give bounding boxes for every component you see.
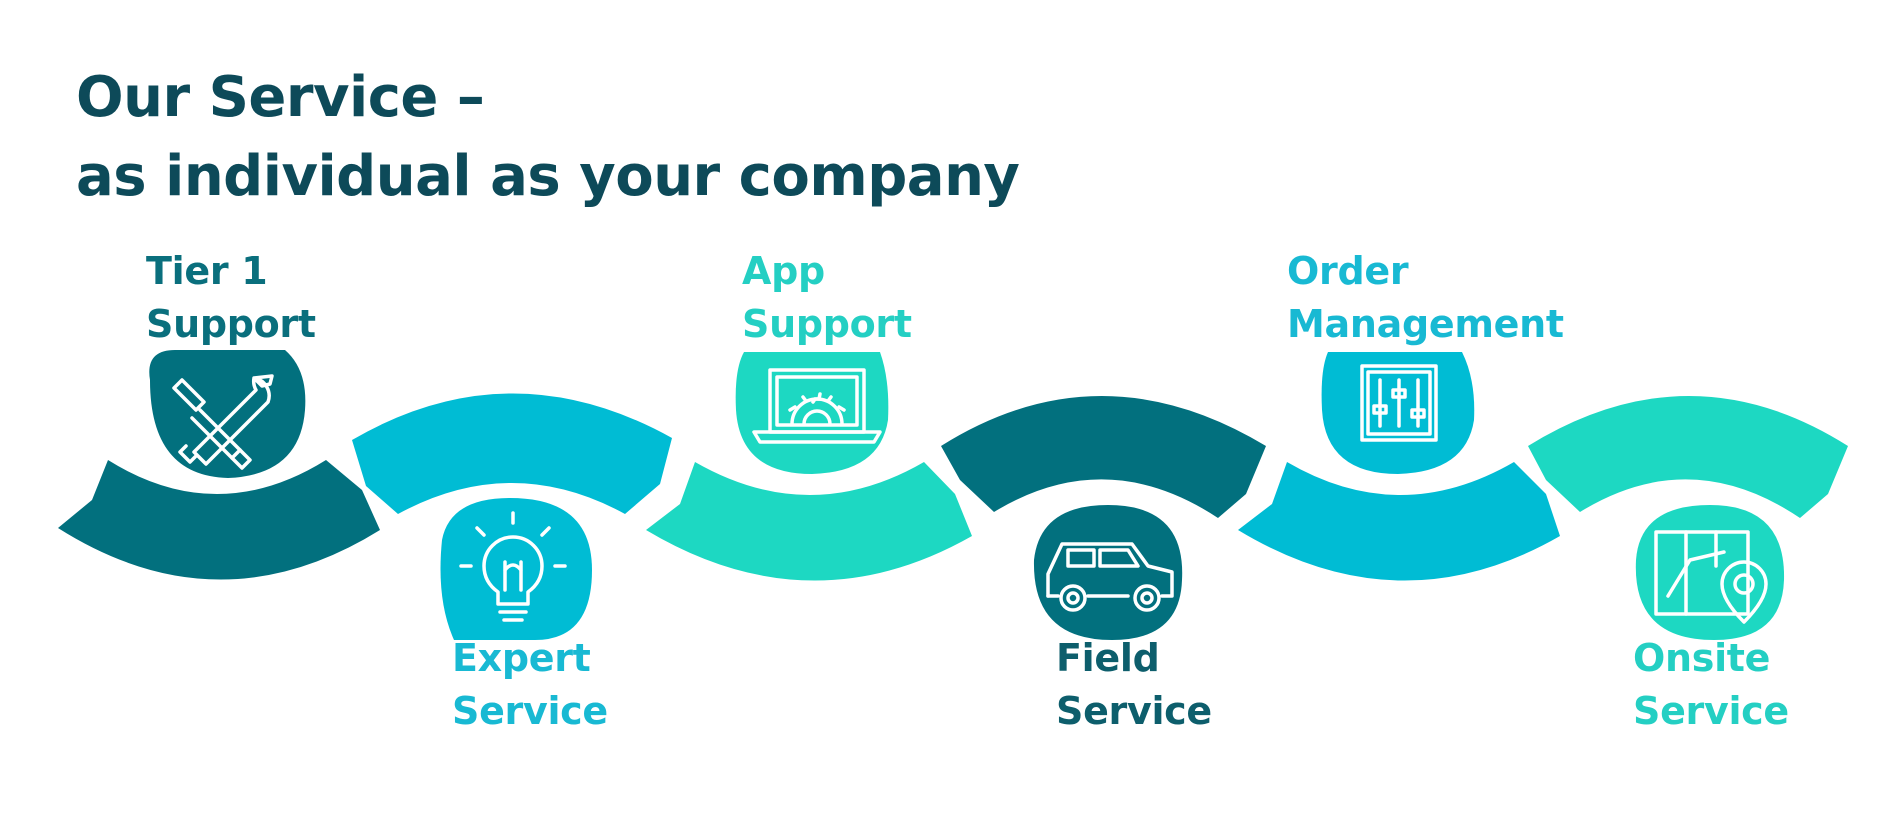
label-line-1: Expert (452, 636, 591, 680)
label-onsite-service: Onsite Service (1633, 632, 1789, 738)
step-tier1-support (58, 350, 380, 580)
sliders-icon (1360, 364, 1438, 442)
icon-blob-field (1033, 505, 1183, 640)
label-tier1-support: Tier 1 Support (146, 245, 316, 351)
lightbulb-icon (459, 511, 567, 622)
label-app-support: App Support (742, 245, 912, 351)
label-line-2: Service (1056, 689, 1212, 733)
label-line-1: Tier 1 (146, 249, 268, 293)
laptop-gear-icon (752, 368, 882, 444)
wave-segment-onsite (1528, 396, 1848, 518)
step-onsite-service (1528, 396, 1848, 640)
label-order-management: Order Management (1287, 245, 1564, 351)
wave-segment-app (646, 462, 972, 581)
label-line-1: Onsite (1633, 636, 1771, 680)
headline-line-2: as individual as your company (76, 144, 1020, 209)
step-order-management (1238, 352, 1560, 581)
icon-blob-tier1 (149, 350, 306, 478)
step-app-support (646, 352, 972, 581)
label-line-1: App (742, 249, 825, 293)
label-line-1: Order (1287, 249, 1409, 293)
wave-segment-expert (352, 393, 672, 514)
label-field-service: Field Service (1056, 632, 1212, 738)
headline-line-1: Our Service – (76, 65, 485, 130)
icon-blob-expert (440, 498, 592, 640)
map-pin-icon (1654, 530, 1768, 624)
label-line-2: Service (452, 689, 608, 733)
car-icon (1046, 542, 1174, 612)
label-line-2: Support (146, 302, 316, 346)
label-line-1: Field (1056, 636, 1160, 680)
wave-segment-field (941, 396, 1266, 518)
step-field-service (941, 396, 1266, 640)
headline: Our Service – as individual as your comp… (76, 58, 1020, 216)
label-line-2: Support (742, 302, 912, 346)
wave-segment-tier1 (58, 460, 380, 580)
step-expert-service (352, 393, 672, 640)
wave-segment-order (1238, 462, 1560, 581)
label-expert-service: Expert Service (452, 632, 608, 738)
label-line-2: Management (1287, 302, 1564, 346)
tools-icon (172, 374, 274, 470)
label-line-2: Service (1633, 689, 1789, 733)
